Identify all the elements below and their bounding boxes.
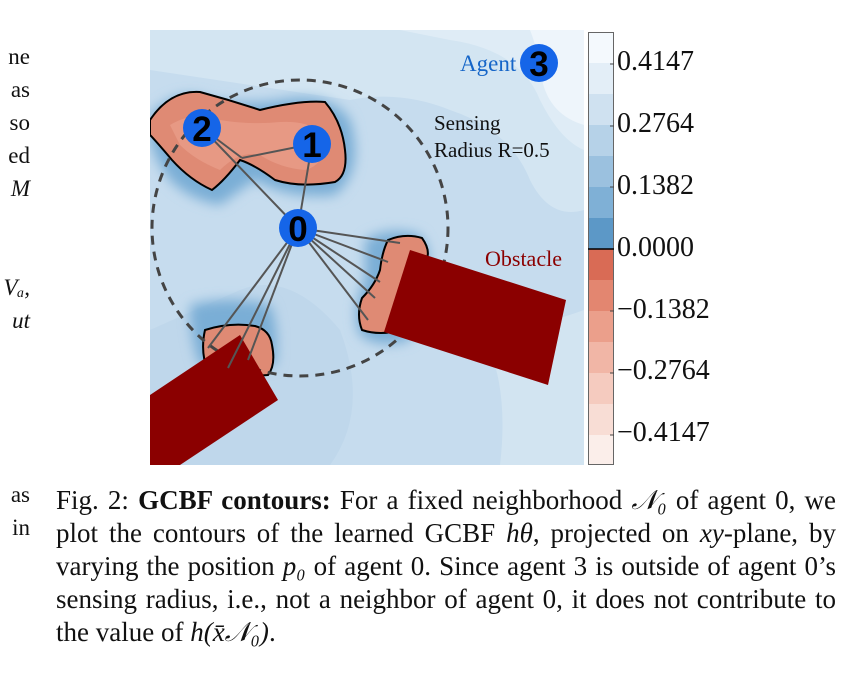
colorbar-tick: 0.2764	[617, 108, 694, 139]
agent-0: 0	[279, 209, 317, 249]
margin-line: as	[10, 482, 30, 507]
agent-3-label: 3	[529, 45, 548, 84]
sensing-radius-circle	[150, 78, 450, 378]
sensing-label-line2: Radius R=0.5	[434, 138, 550, 162]
colorbar-tick: 0.1382	[617, 170, 694, 201]
caption-text: -plane, by varying the position	[56, 518, 837, 581]
caption-fig-label: Fig. 2:	[56, 485, 129, 515]
margin-line: ne	[8, 44, 30, 69]
margin-line: Vₐ,	[3, 275, 30, 300]
agent-3: 3	[520, 44, 558, 84]
agent-2: 2	[183, 109, 221, 149]
agent-1: 1	[293, 125, 331, 165]
obstacle-left	[150, 335, 278, 465]
caption-text: , projected on	[532, 518, 700, 548]
colorbar-tick: −0.1382	[617, 294, 710, 325]
left-column-fragment-bottom: as in	[0, 478, 30, 544]
safe-region-light	[150, 30, 584, 212]
neighbor-edges	[201, 127, 401, 369]
caption-math-xy: xy	[699, 518, 724, 548]
agent-3-caption-label: Agent	[460, 51, 517, 76]
figure-caption: Fig. 2: GCBF contours: For a fixed neigh…	[56, 484, 836, 649]
margin-line: so	[9, 110, 30, 135]
colorbar-tick: −0.2764	[617, 355, 710, 386]
caption-math-n0: 𝒩₀	[631, 485, 667, 515]
caption-text: of agent 0. Since agent 3 is outside of …	[56, 551, 836, 647]
margin-line: ed	[8, 143, 30, 168]
gcbf-contour-plot: 0 1 2 3 Agent Sensing Radius R=0.5 Obsta…	[150, 30, 584, 465]
sensing-label-line1: Sensing	[434, 111, 501, 135]
agent-2-label: 2	[192, 110, 211, 149]
colorbar	[588, 32, 614, 465]
margin-line: as	[10, 77, 30, 102]
margin-line	[0, 205, 30, 238]
margin-line: M	[10, 176, 30, 201]
colorbar-tick: −0.4147	[617, 417, 710, 448]
colorbar-tick: 0.0000	[617, 232, 694, 263]
agent-1-label: 1	[302, 126, 321, 165]
caption-text: For a fixed neighborhood	[330, 485, 632, 515]
caption-text: .	[268, 617, 276, 647]
obstacle-label: Obstacle	[485, 246, 562, 271]
caption-math-hx: h(x̄𝒩₀)	[190, 617, 269, 647]
agent-0-label: 0	[288, 210, 307, 249]
margin-line: ut	[12, 308, 30, 333]
caption-math-p0: p₀	[282, 551, 306, 581]
margin-line: in	[12, 515, 30, 540]
left-column-fragment: ne as so ed M Vₐ, ut	[0, 40, 30, 337]
obstacle-right	[384, 250, 566, 385]
caption-math-htheta: hθ	[506, 518, 533, 548]
colorbar-tick: 0.4147	[617, 46, 694, 77]
margin-line	[0, 238, 30, 271]
caption-title: GCBF contours:	[138, 485, 331, 515]
caption-text: of agent 0, we plot the contours of the …	[56, 485, 836, 548]
